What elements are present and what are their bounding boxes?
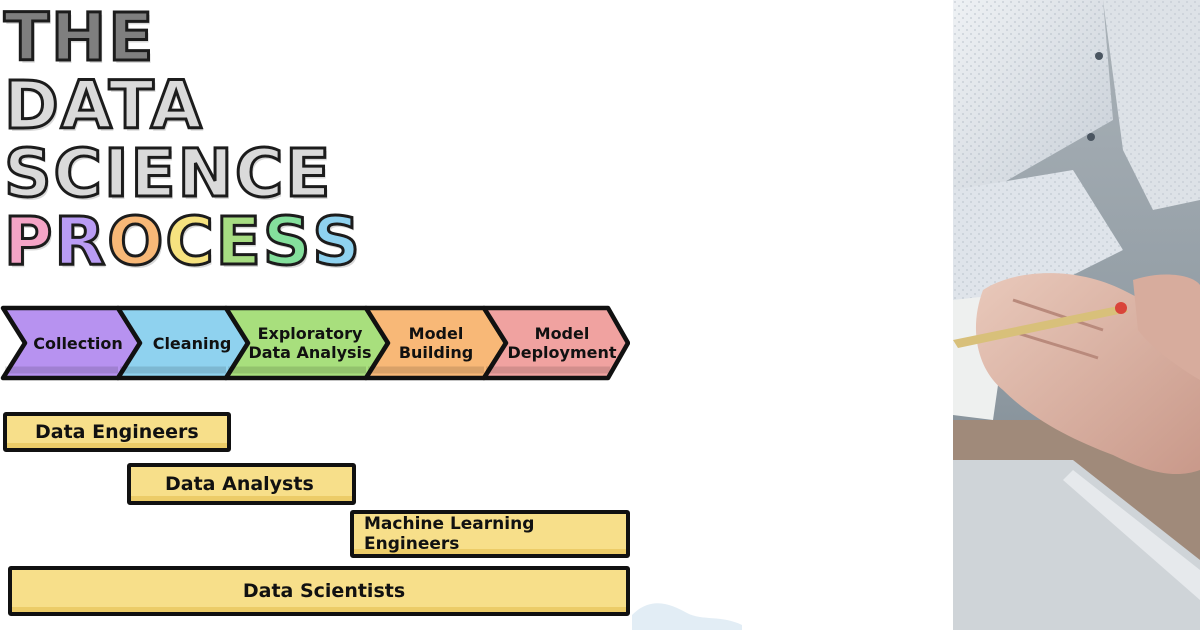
role-bar-data-analysts: Data Analysts (127, 463, 356, 505)
stage-arrows (0, 305, 630, 381)
role-label-data-engineers: Data Engineers (35, 421, 199, 443)
process-letter: C (164, 203, 216, 280)
title-line-process: PROCESS (2, 203, 362, 280)
role-label-data-scientists: Data Scientists (242, 580, 406, 602)
role-bar-data-engineers: Data Engineers (3, 412, 231, 452)
role-bar-machine-learning-engineers: Machine Learning Engineers (350, 510, 630, 558)
title-line-science: SCIENCE (3, 135, 333, 212)
role-bar-data-scientists: Data Scientists (8, 566, 630, 616)
process-letter: P (2, 203, 55, 280)
stage-label-cleaning: Cleaning (152, 333, 232, 353)
stage-label-collection: Collection (33, 333, 123, 353)
role-label-data-analysts: Data Analysts (165, 473, 314, 495)
process-letter: S (311, 203, 362, 280)
process-letter: S (261, 203, 313, 280)
photo-hands-writing-icon (953, 0, 1200, 630)
process-letter: E (214, 203, 263, 280)
role-label-machine-learning-engineers: Machine Learning Engineers (364, 514, 535, 554)
title-line-data: DATA (3, 67, 204, 144)
stage-arrow-model-deployment (481, 305, 630, 381)
diagram-title: THE DATA SCIENCE PROCESS (2, 0, 362, 280)
title-line-the: THE (3, 0, 156, 76)
process-letter: R (53, 203, 108, 280)
process-letter: O (106, 203, 166, 280)
background-smudge (632, 603, 742, 630)
